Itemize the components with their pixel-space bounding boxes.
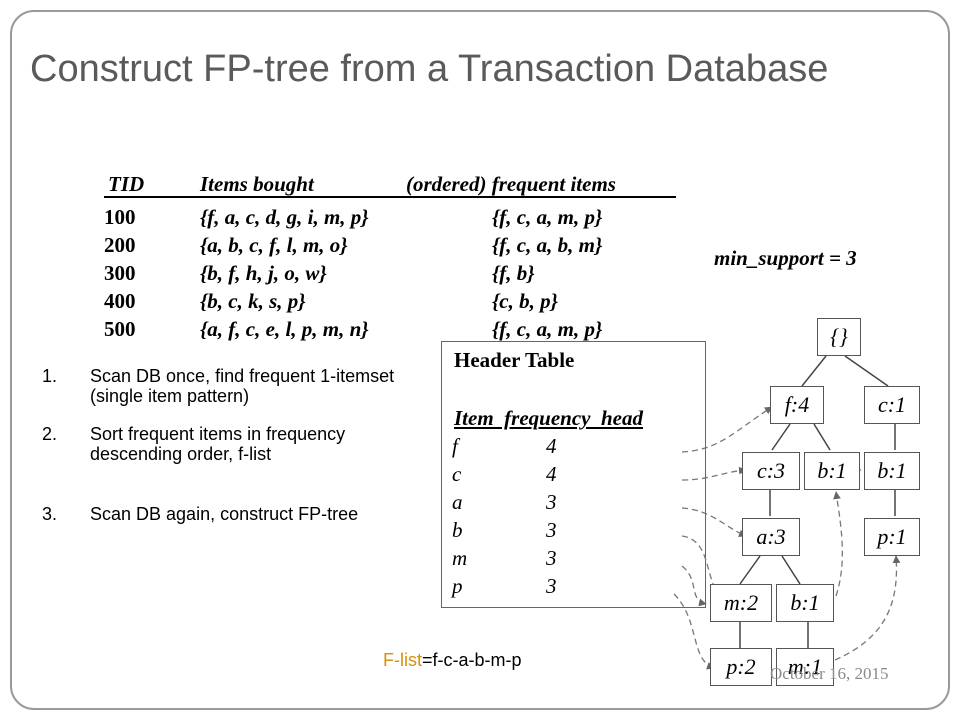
- tree-node-f4: f:4: [770, 386, 824, 424]
- step-text: Scan DB once, find frequent 1-itemset (s…: [90, 366, 395, 406]
- row-items: {a, b, c, f, l, m, o}: [200, 233, 348, 257]
- header-table-item: a: [452, 490, 463, 514]
- edge-root-f4: [801, 355, 827, 387]
- step-number: 2.: [42, 424, 58, 444]
- header-table-item: b: [452, 518, 463, 542]
- tree-node-m1: m:1: [776, 648, 834, 686]
- row-items: {f, a, c, d, g, i, m, p}: [200, 205, 369, 229]
- tree-node-b1-f: b:1: [804, 452, 860, 490]
- header-table-item: c: [452, 462, 462, 486]
- edge-a3-b1: [781, 555, 801, 585]
- step-number: 1.: [42, 366, 58, 386]
- header-table-item: f: [452, 434, 458, 458]
- link-b-b: [833, 491, 843, 597]
- header-table-frequency: 3: [546, 574, 557, 598]
- header-table-item: p: [452, 574, 463, 598]
- row-ordered: {f, c, a, m, p}: [492, 317, 603, 341]
- tree-node-p2: p:2: [710, 648, 772, 686]
- tree-node-c1: c:1: [864, 386, 920, 424]
- link-head-m: [681, 565, 707, 607]
- row-tid: 300: [104, 261, 136, 285]
- header-table-frequency: 3: [546, 490, 557, 514]
- tree-edges: [739, 355, 896, 648]
- header-table-frequency: 3: [546, 546, 557, 570]
- edge-a3-m2: [739, 555, 761, 585]
- step-number: 3.: [42, 504, 58, 524]
- header-tid: TID: [108, 172, 145, 196]
- min-support-label: min_support = 3: [714, 246, 857, 270]
- f-list-value: =f-c-a-b-m-p: [422, 650, 522, 670]
- header-table: Header Table Item frequency head f 4 c 4…: [441, 341, 706, 608]
- f-list-label: F-list: [383, 650, 422, 670]
- header-table-frequency: 3: [546, 518, 557, 542]
- edge-f4-c3: [771, 423, 791, 451]
- row-items: {b, f, h, j, o, w}: [200, 261, 327, 285]
- header-items-bought: Items bought: [200, 172, 314, 196]
- tree-node-m2: m:2: [710, 584, 772, 622]
- row-tid: 100: [104, 205, 136, 229]
- step-text: Sort frequent items in frequency descend…: [90, 424, 346, 464]
- f-list-caption: F-list=f-c-a-b-m-p: [383, 650, 522, 671]
- slide-title: Construct FP-tree from a Transaction Dat…: [30, 48, 829, 90]
- slide-frame: [10, 10, 950, 710]
- header-table-title: Header Table: [454, 348, 575, 372]
- row-tid: 400: [104, 289, 136, 313]
- tree-node-b1-a: b:1: [776, 584, 834, 622]
- link-head-c: [681, 466, 747, 481]
- edge-f4-b1: [813, 423, 831, 451]
- row-ordered: {c, b, p}: [492, 289, 558, 313]
- tree-node-a3: a:3: [742, 518, 800, 556]
- tree-node-c3: c:3: [742, 452, 800, 490]
- link-head-p: [673, 593, 715, 670]
- header-table-frequency: 4: [546, 462, 557, 486]
- row-tid: 200: [104, 233, 136, 257]
- header-table-item: m: [452, 546, 468, 570]
- header-ordered-frequent-items: (ordered) frequent items: [406, 172, 616, 196]
- link-head-a: [681, 507, 747, 538]
- header-underline: [104, 196, 676, 198]
- link-head-f: [681, 406, 773, 453]
- tree-node-b1-c: b:1: [864, 452, 920, 490]
- slide-date: October 16, 2015: [770, 664, 889, 683]
- row-items: {a, f, c, e, l, p, m, n}: [200, 317, 369, 341]
- edge-root-c1: [844, 355, 889, 387]
- step-text: Scan DB again, construct FP-tree: [90, 504, 359, 524]
- row-items: {b, c, k, s, p}: [200, 289, 306, 313]
- row-ordered: {f, c, a, m, p}: [492, 205, 603, 229]
- link-p-p: [834, 555, 901, 661]
- header-table-frequency: 4: [546, 434, 557, 458]
- header-table-columns: Item frequency head: [454, 406, 643, 430]
- tree-root-node: {}: [817, 318, 861, 356]
- tree-node-p1: p:1: [864, 518, 920, 556]
- row-ordered: {f, b}: [492, 261, 535, 285]
- row-ordered: {f, c, a, b, m}: [492, 233, 603, 257]
- row-tid: 500: [104, 317, 136, 341]
